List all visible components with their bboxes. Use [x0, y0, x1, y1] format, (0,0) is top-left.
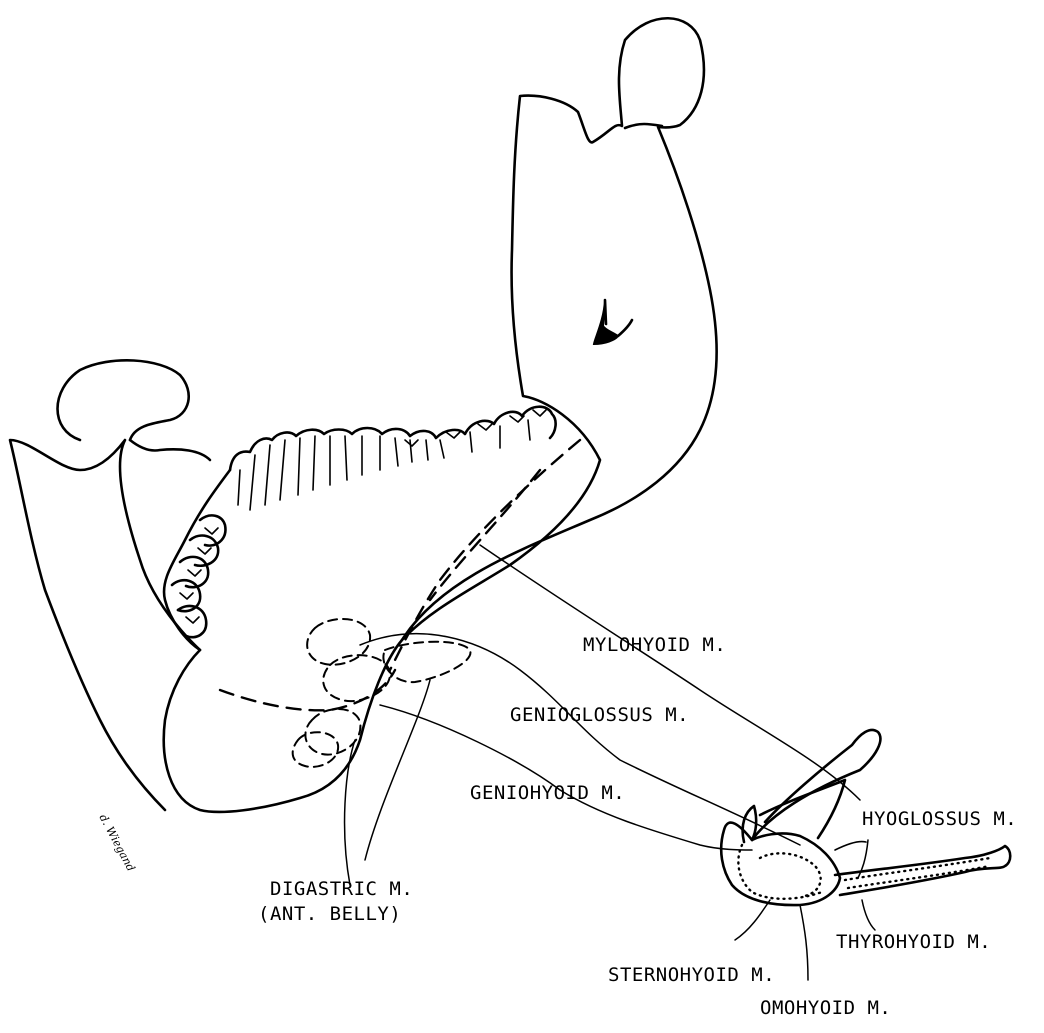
genioglossus-leader	[360, 634, 800, 845]
attachment-oval-1	[307, 619, 370, 665]
geniohyoid-leader	[380, 705, 752, 850]
mylohyoid-line-lower	[220, 670, 395, 710]
label-genioglossus: GENIOGLOSSUS M.	[510, 706, 689, 725]
mylohyoid-line	[390, 440, 580, 670]
ramus-outline	[402, 18, 717, 640]
thyrohyoid-leader	[862, 900, 875, 930]
hyoid-lesser-horn-2	[760, 780, 845, 838]
alveolar-ridge	[164, 470, 230, 650]
digastric-leader-2	[365, 680, 430, 860]
label-omohyoid: OMOHYOID M.	[760, 999, 891, 1018]
mylohyoid-leader	[480, 545, 860, 800]
label-thyrohyoid: THYROHYOID M.	[836, 933, 991, 952]
coronoid-notch	[625, 124, 662, 128]
label-digastric-line1: DIGASTRIC M.	[270, 880, 413, 899]
label-geniohyoid: GENIOHYOID M.	[470, 784, 625, 803]
attachment-oval-5	[293, 732, 338, 767]
label-digastric-line2: (ANT. BELLY)	[258, 905, 401, 924]
hyoglossus-fibre	[835, 842, 866, 850]
label-sternohyoid: STERNOHYOID M.	[608, 966, 775, 985]
label-hyoglossus: HYOGLOSSUS M.	[862, 810, 1017, 829]
label-mylohyoid: MYLOHYOID M.	[583, 636, 726, 655]
leader-lines	[345, 545, 875, 980]
left-teeth	[172, 515, 225, 637]
left-coronoid	[130, 440, 210, 460]
omohyoid-leader	[800, 905, 808, 980]
hyoid-body-dots	[738, 845, 822, 899]
sternohyoid-leader	[735, 900, 770, 940]
greater-horn-dots	[845, 858, 990, 888]
digastric-leader-1	[345, 740, 355, 885]
teeth-crowns	[230, 407, 556, 470]
left-condyle	[58, 360, 189, 440]
